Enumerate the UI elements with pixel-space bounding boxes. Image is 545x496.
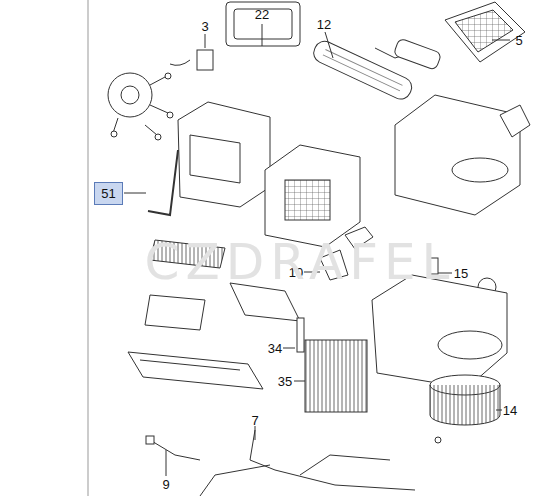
watermark: CZDRAFEL <box>145 237 456 287</box>
callout-number: 7 <box>251 414 258 427</box>
callout-number: 9 <box>162 478 169 491</box>
callout-number: 12 <box>317 18 331 31</box>
callout-number: 14 <box>503 404 517 417</box>
callout-number: 5 <box>515 34 522 47</box>
callout-number: 34 <box>268 342 282 355</box>
callout-number: 51 <box>101 187 115 200</box>
callout-number: 35 <box>278 375 292 388</box>
highlighted-callout: 51 <box>94 182 123 205</box>
callout-number: 3 <box>201 20 208 33</box>
callout-number: 15 <box>454 267 468 280</box>
callout-number: 22 <box>255 8 269 21</box>
